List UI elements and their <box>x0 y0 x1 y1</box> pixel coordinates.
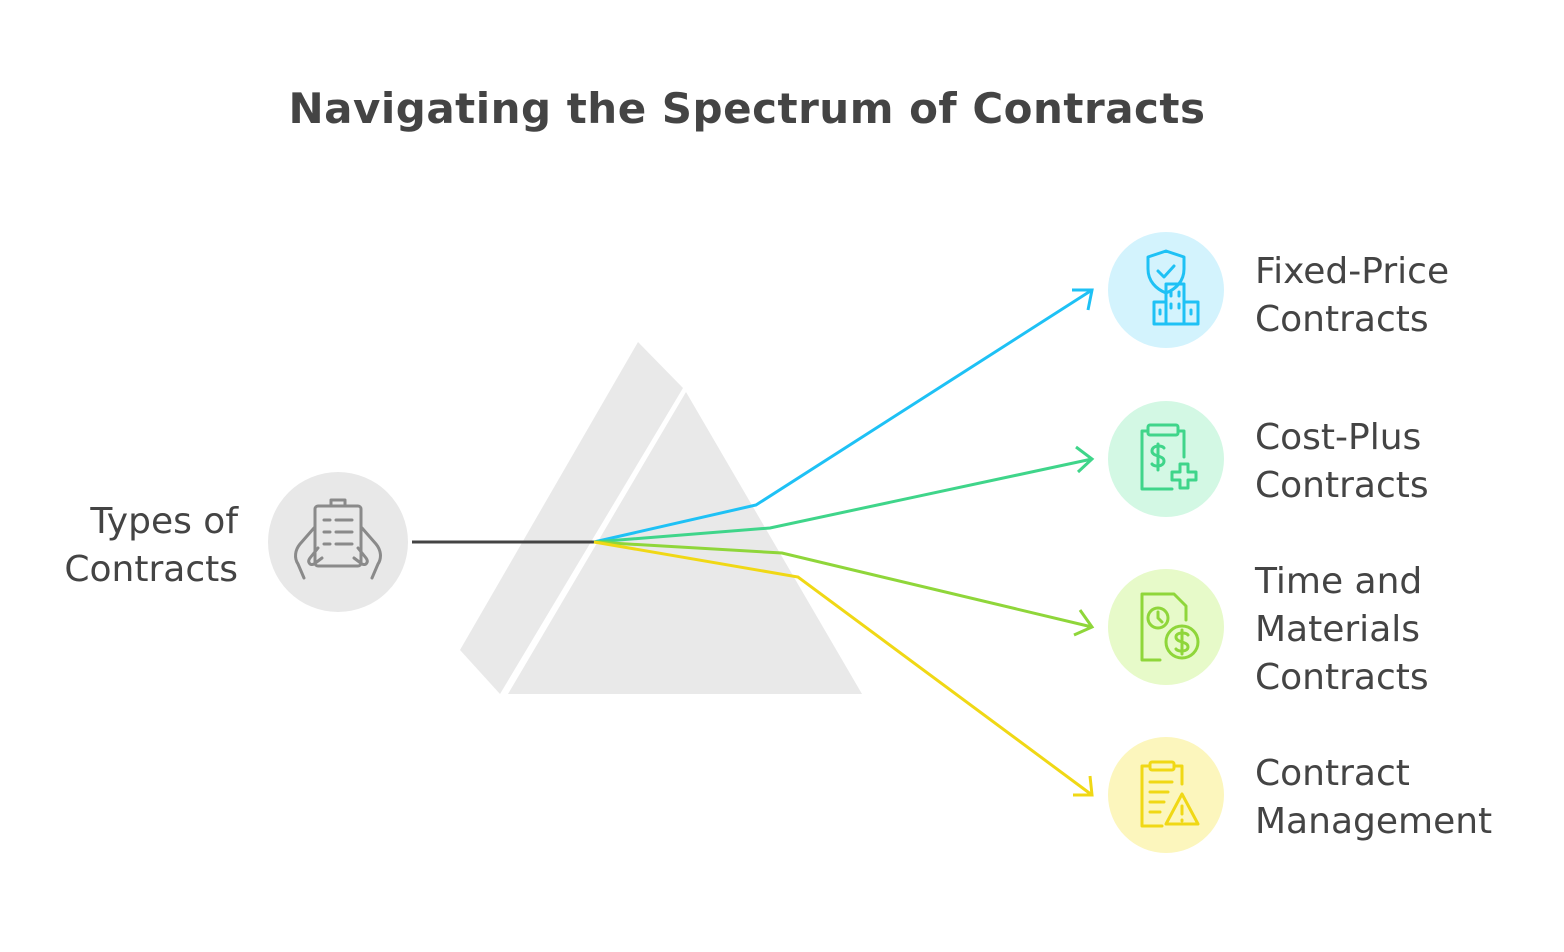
beams <box>593 288 1093 797</box>
beam-cost-plus <box>593 457 1093 544</box>
output-circle <box>1108 401 1224 517</box>
beam-time-materials <box>593 540 1093 629</box>
source-circle <box>268 472 408 612</box>
source-label-line: Types of <box>90 501 238 542</box>
arrowhead-contract-management <box>1073 775 1094 797</box>
time-materials-label: Time and Materials Contracts <box>1255 558 1429 702</box>
source-label-line: Contracts <box>64 549 238 590</box>
beam-fixed-price <box>593 288 1093 544</box>
clipboard-warning-icon <box>1140 760 1200 828</box>
time-materials-label-line: Materials <box>1255 609 1421 650</box>
arrowhead-fixed-price <box>1072 288 1094 311</box>
fixed-price-label: Fixed-Price Contracts <box>1255 248 1449 344</box>
clock-dollar-document-icon <box>1140 592 1200 662</box>
output-circle <box>1108 569 1224 685</box>
fixed-price-label-line: Contracts <box>1255 299 1429 340</box>
diagram-title: Navigating the Spectrum of Contracts <box>288 84 1206 133</box>
time-materials-label-line: Time and <box>1255 561 1423 602</box>
cost-plus-label: Cost-Plus Contracts <box>1255 414 1429 510</box>
fixed-price-label-line: Fixed-Price <box>1255 251 1450 292</box>
prism-front-face <box>508 392 862 694</box>
arrowheads <box>1072 288 1095 797</box>
arrowhead-cost-plus <box>1075 445 1095 474</box>
arrowhead-time-materials <box>1073 609 1095 637</box>
shield-building-icon <box>1146 249 1200 326</box>
output-node-fixed-price <box>1108 232 1224 348</box>
prism-back-face <box>460 342 683 694</box>
contract-management-label: Contract Management <box>1255 750 1492 846</box>
time-materials-label-line: Contracts <box>1255 657 1429 698</box>
output-node-contract-management <box>1108 737 1224 853</box>
cost-plus-label-line: Contracts <box>1255 465 1429 506</box>
cost-plus-label-line: Cost-Plus <box>1255 417 1422 458</box>
hands-holding-document-icon <box>294 498 382 580</box>
beam-contract-management <box>593 540 1093 797</box>
contract-management-label-line: Contract <box>1255 753 1410 794</box>
output-node-cost-plus <box>1108 401 1224 517</box>
source-node <box>268 472 408 612</box>
source-label: Types of Contracts <box>20 498 238 594</box>
output-circle <box>1108 737 1224 853</box>
contract-management-label-line: Management <box>1255 801 1493 842</box>
prism <box>460 342 862 694</box>
output-node-time-materials <box>1108 569 1224 685</box>
clipboard-dollar-plus-icon <box>1140 423 1198 491</box>
